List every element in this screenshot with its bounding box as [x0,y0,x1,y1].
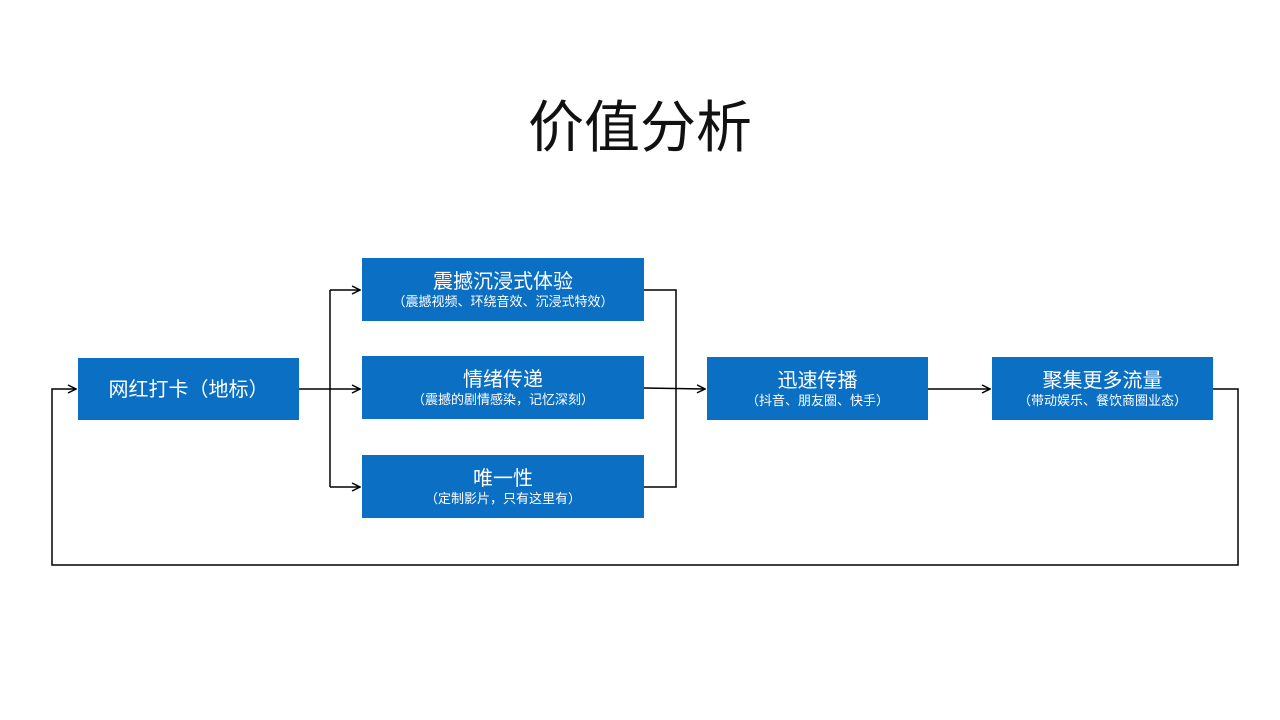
node-detail: （定制影片，只有这里有） [424,491,581,507]
node-detail: （带动娱乐、餐饮商圈业态） [1017,393,1187,409]
node-label: 聚集更多流量 [1042,367,1163,392]
node-label: 网红打卡（地标） [108,377,269,401]
node-detail: （震撼视频、环绕音效、沉浸式特效） [392,294,614,310]
node-landmark-checkin: 网红打卡（地标） [78,358,299,420]
node-rapid-spread: 迅速传播 （抖音、朋友圈、快手） [707,357,928,420]
node-more-traffic: 聚集更多流量 （带动娱乐、餐饮商圈业态） [992,357,1213,420]
node-label: 震撼沉浸式体验 [433,268,573,293]
node-uniqueness: 唯一性 （定制影片，只有这里有） [362,455,644,518]
node-emotion-transfer: 情绪传递 （震撼的剧情感染，记忆深刻） [362,356,644,419]
node-label: 迅速传播 [777,367,858,392]
page-title: 价值分析 [528,96,752,161]
node-label: 唯一性 [473,465,533,490]
node-label: 情绪传递 [463,366,543,391]
node-detail: （震撼的剧情感染，记忆深刻） [411,392,594,408]
node-detail: （抖音、朋友圈、快手） [745,393,889,409]
feedback-loop [51,389,1239,566]
arrow-emotion-to-spread [643,388,705,389]
node-immersive-experience: 震撼沉浸式体验 （震撼视频、环绕音效、沉浸式特效） [362,258,644,321]
